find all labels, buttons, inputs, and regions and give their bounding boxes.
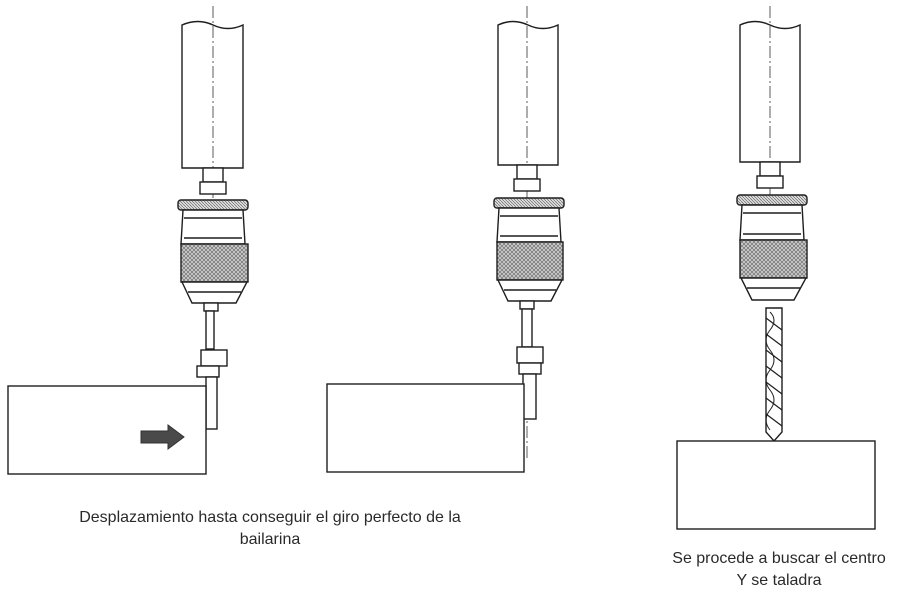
spindle-neck (516, 164, 538, 180)
edge-finder-coupling (200, 349, 228, 367)
caption-right-line2: Y se taladra (736, 572, 821, 589)
edge-finder-tip (205, 376, 218, 430)
edge-finder-shank (519, 300, 535, 310)
workpiece (7, 385, 207, 475)
drill-step-3 (676, 6, 876, 530)
edge-finder-coupling (516, 346, 544, 364)
chuck-knurled-sleeve (180, 243, 249, 283)
chuck-body (739, 204, 805, 241)
edge-finder-tip (522, 373, 537, 420)
chuck-nose (739, 277, 808, 301)
arrow-right-icon (140, 424, 185, 450)
chuck-body (180, 209, 246, 245)
spindle (181, 20, 244, 169)
workpiece (326, 383, 525, 473)
drill-step-2 (326, 6, 565, 473)
edge-finder-shank (203, 302, 219, 312)
chuck-ring (736, 194, 808, 206)
workpiece (676, 440, 876, 530)
chuck-knurled-sleeve (739, 239, 808, 279)
spindle-neck (202, 167, 224, 183)
caption-left-line2: bailarina (240, 531, 301, 548)
spindle-neck (759, 161, 781, 177)
spindle (497, 20, 559, 166)
caption-right-line1: Se procede a buscar el centro (672, 550, 886, 567)
chuck-knurled-sleeve (496, 241, 564, 281)
chuck-body (496, 207, 562, 243)
caption-left-line1: Desplazamiento hasta conseguir el giro p… (79, 509, 461, 526)
drill-step-1 (7, 6, 249, 475)
chuck-ring (177, 199, 249, 211)
drill-bit (765, 307, 783, 443)
chuck-ring (493, 197, 565, 209)
